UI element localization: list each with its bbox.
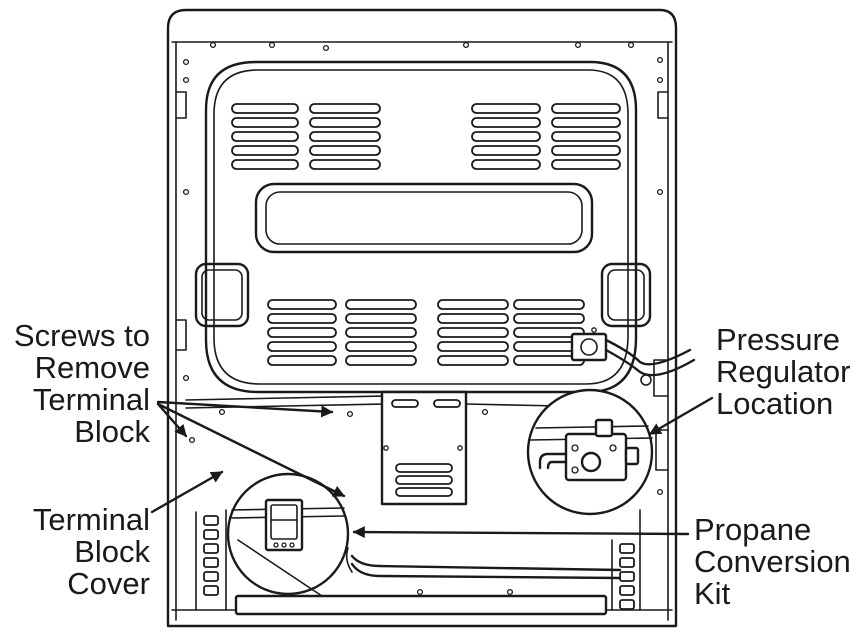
label-screws-to-remove-terminal-block: Screws to Remove Terminal Block — [2, 320, 150, 448]
conversion-kit-hose — [345, 547, 622, 580]
label-line: Block — [74, 534, 150, 569]
label-pressure-regulator-location: Pressure Regulator Location — [716, 324, 850, 420]
cabinet-screws — [182, 41, 664, 596]
lower-vents — [267, 299, 585, 366]
label-line: Remove — [34, 350, 150, 385]
label-line: Kit — [694, 576, 731, 611]
label-line: Conversion — [694, 544, 851, 579]
label-terminal-block-cover: Terminal Block Cover — [2, 504, 150, 600]
regulator-arrow — [648, 396, 714, 436]
label-line: Terminal — [32, 382, 150, 417]
terminal-block-detail — [226, 472, 350, 597]
center-vent-slot — [254, 182, 594, 254]
screws-arrow-upper — [156, 400, 334, 418]
mid-rail — [185, 395, 561, 409]
gas-inlet-pipe — [570, 327, 696, 386]
screws-arrow-left — [156, 402, 188, 438]
kit-arrow — [352, 526, 690, 539]
cover-arrow — [150, 470, 224, 514]
oven-back-panel — [204, 60, 638, 394]
label-line: Cover — [67, 566, 150, 601]
label-line: Screws to — [13, 318, 150, 353]
center-bracket — [380, 390, 468, 506]
label-line: Propane — [694, 512, 812, 547]
side-handles — [194, 262, 652, 328]
callout-arrows — [150, 396, 714, 539]
label-propane-conversion-kit: Propane Conversion Kit — [694, 514, 851, 610]
label-line: Location — [716, 386, 834, 421]
upper-vents — [231, 103, 621, 170]
label-line: Pressure — [716, 322, 841, 357]
label-line: Terminal — [32, 502, 150, 537]
pressure-regulator-detail — [526, 388, 654, 516]
label-line: Block — [74, 414, 150, 449]
screws-arrow-lower — [156, 402, 346, 498]
bottom-rail — [234, 594, 608, 616]
label-line: Regulator — [716, 354, 851, 389]
side-vent-columns — [195, 509, 641, 611]
